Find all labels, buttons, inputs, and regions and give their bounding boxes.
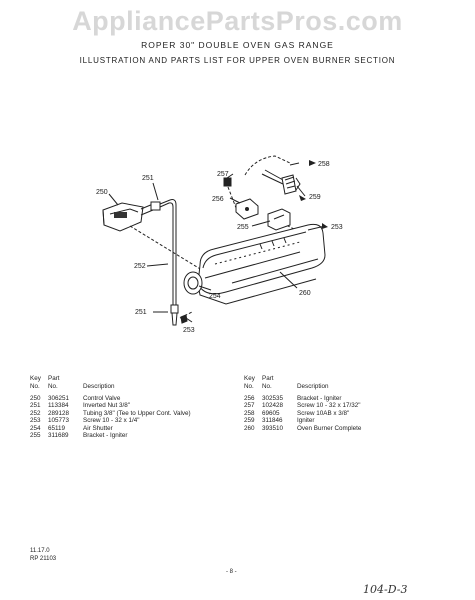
air-shutter-part xyxy=(183,271,203,295)
callout-254: 254 xyxy=(209,293,221,300)
igniter-part xyxy=(261,169,301,195)
document-title: ROPER 30" DOUBLE OVEN GAS RANGE xyxy=(141,40,334,50)
watermark: AppliancePartsPros.com xyxy=(72,6,403,36)
handwritten-note: 104-D-3 xyxy=(363,583,408,596)
control-valve-part xyxy=(102,201,161,232)
callout-251: 251 xyxy=(135,309,147,316)
callout-253: 253 xyxy=(183,327,195,334)
assembly-line xyxy=(129,225,216,279)
document-subtitle: ILLUSTRATION AND PARTS LIST FOR UPPER OV… xyxy=(79,56,396,65)
callout-258: 258 xyxy=(318,161,330,168)
igniter-bracket-part xyxy=(267,208,291,231)
leader-lines xyxy=(108,162,326,323)
callout-252: 252 xyxy=(134,263,146,270)
arrowheads xyxy=(299,160,328,229)
description-header: Description xyxy=(297,383,329,390)
bracket-part xyxy=(235,198,259,220)
callout-253: 253 xyxy=(331,224,343,231)
screw-part xyxy=(223,177,232,187)
description-header: Description xyxy=(83,383,115,390)
callout-250: 250 xyxy=(96,189,108,196)
callout-260: 260 xyxy=(299,290,311,297)
callout-259: 259 xyxy=(309,194,321,201)
form-code: RP 21103 xyxy=(30,556,57,562)
page-number: - 8 - xyxy=(226,569,237,575)
callout-256: 256 xyxy=(212,196,224,203)
screw-part xyxy=(180,314,188,324)
callout-257: 257 xyxy=(217,171,229,178)
tubing-part xyxy=(159,199,179,326)
revision-date: 11.17.0 xyxy=(30,548,50,554)
assembly-line xyxy=(244,155,291,176)
callout-251: 251 xyxy=(142,175,154,182)
callout-255: 255 xyxy=(237,224,249,231)
oven-burner-part xyxy=(197,223,326,305)
